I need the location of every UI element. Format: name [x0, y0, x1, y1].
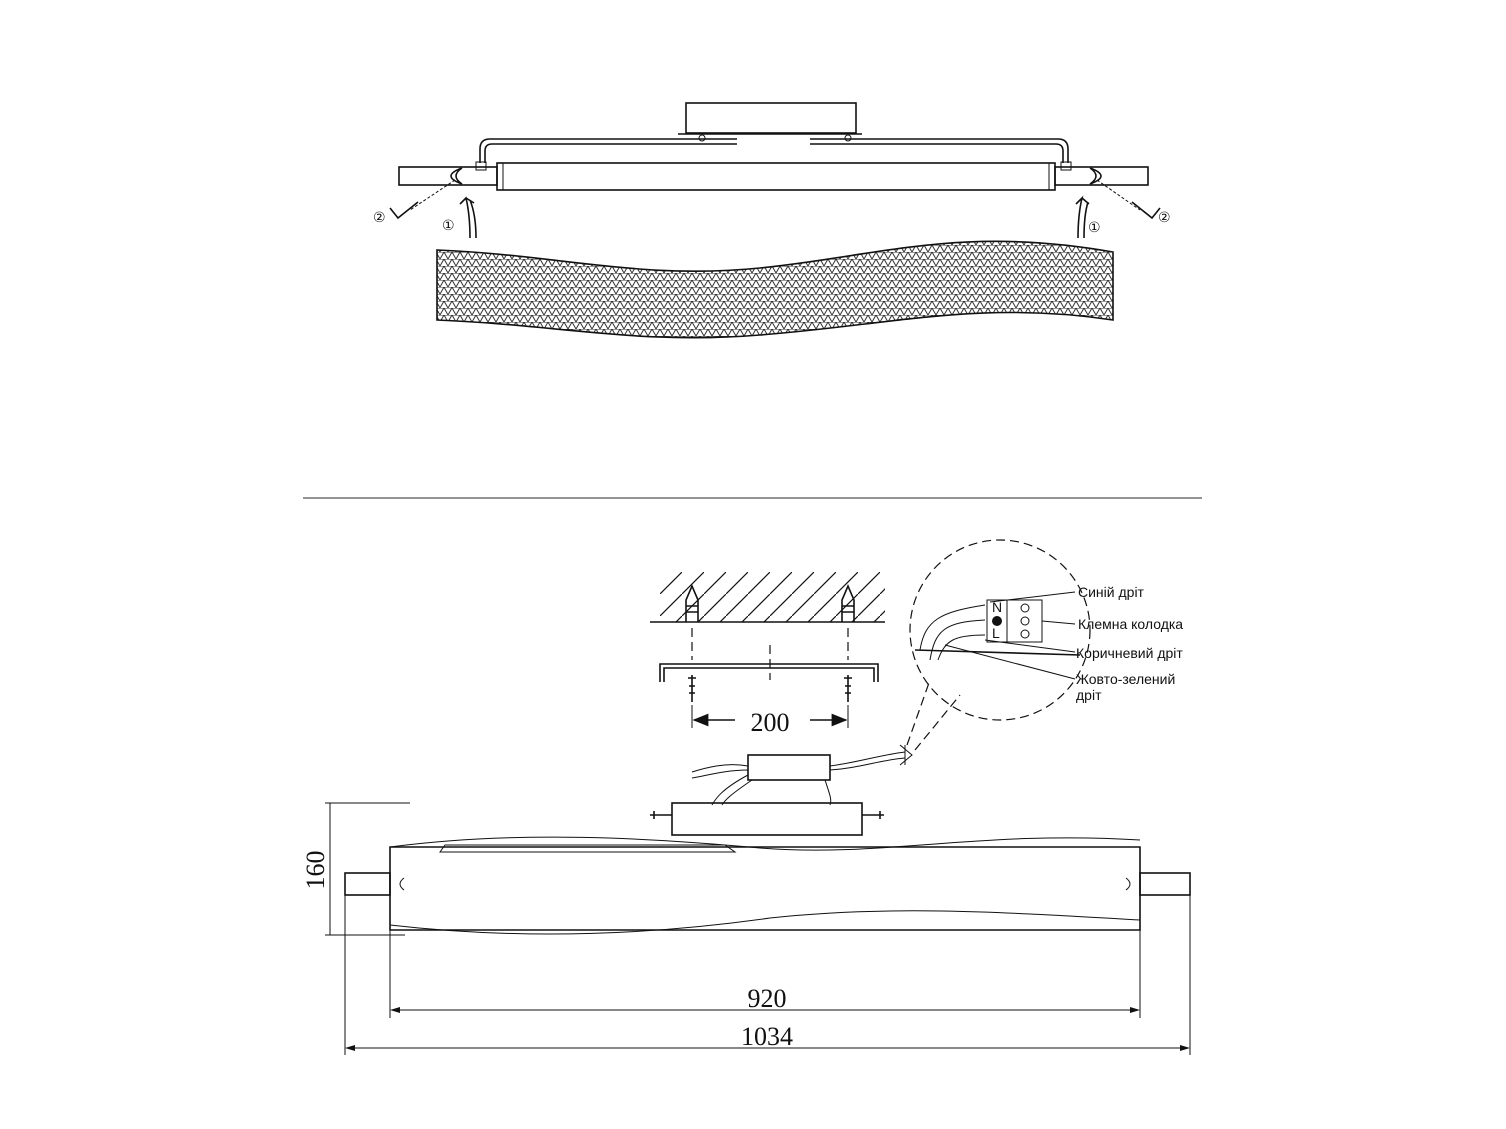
step-1-label-right: ①: [1088, 220, 1101, 236]
label-earth-wire-1: Жовто-зелений: [1076, 671, 1175, 687]
led-tube: [496, 162, 1056, 191]
end-bracket-left: [398, 166, 498, 186]
allen-key-right-icon: [1096, 179, 1161, 220]
side-screw-right-icon: [862, 811, 884, 819]
ceiling-canopy: [685, 102, 857, 134]
mounting-bracket: [659, 663, 879, 682]
label-terminal-block: Клемна колодка: [1078, 616, 1183, 632]
led-driver: [747, 754, 831, 781]
end-bracket-right: [1054, 166, 1149, 186]
label-brown-wire: Коричневий дріт: [1076, 645, 1183, 661]
ceiling-mount-detail: 200: [650, 572, 885, 737]
lamp-body: [389, 846, 1141, 931]
dimension-inner-length: 920: [748, 984, 787, 1013]
step-1-label-left: ①: [442, 218, 455, 234]
lift-arrow-right-icon: [1075, 195, 1090, 239]
mesh-diffuser: [436, 240, 1114, 339]
wiring-callout: N L Синій дріт Клемна колодка Коричневий…: [909, 539, 1183, 721]
step-2-label-right: ②: [1158, 210, 1171, 226]
step-2-label-left: ②: [373, 210, 386, 226]
side-screw-left-icon: [650, 811, 672, 819]
end-bracket-right: [1139, 872, 1191, 896]
lift-arrow-left-icon: [459, 196, 477, 239]
label-earth-wire-2: дріт: [1076, 687, 1102, 703]
earth-terminal-icon: [992, 616, 1002, 626]
end-bracket-left: [344, 872, 391, 896]
screw-right-icon: [844, 675, 852, 702]
screw-left-icon: [688, 675, 696, 702]
mounting-arm-left: [479, 138, 737, 163]
label-blue-wire: Синій дріт: [1078, 584, 1145, 600]
driver-assembly: [650, 679, 961, 836]
wall-plug-right-icon: [841, 583, 855, 622]
terminal-mark-n: N: [992, 599, 1002, 615]
allen-key-left-icon: [389, 179, 456, 220]
mounting-arm-right: [810, 138, 1069, 163]
side-elevation: 160 920 1034: [301, 802, 1191, 1055]
dimension-height: 160: [301, 851, 330, 890]
ceiling-hatch: [660, 572, 885, 622]
wall-plug-left-icon: [685, 583, 699, 622]
terminal-mark-l: L: [992, 625, 1000, 641]
base-box: [671, 802, 863, 836]
top-assembly-view: ② ② ① ①: [373, 102, 1171, 339]
dimension-overall-length: 1034: [741, 1022, 793, 1051]
dimension-mount-spacing: 200: [751, 708, 790, 737]
